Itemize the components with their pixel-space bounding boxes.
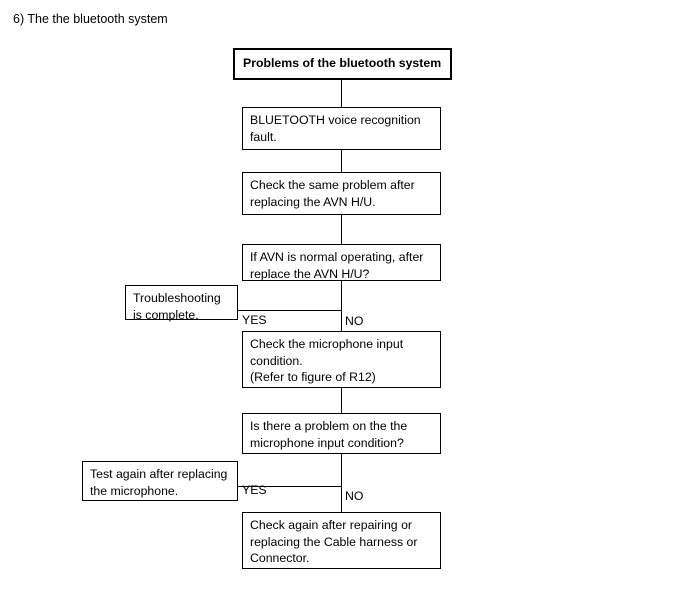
flow-node-title-label: Problems of the bluetooth system: [243, 56, 442, 70]
flow-node-check-mic-input-label: Check the microphone input condition. (R…: [250, 337, 404, 384]
connector-decision2-yes: [238, 486, 342, 487]
flow-node-title: Problems of the bluetooth system: [233, 48, 452, 80]
page-heading: 6) The the bluetooth system: [13, 12, 168, 26]
flow-node-avn-normal-decision: If AVN is normal operating, after replac…: [242, 244, 441, 281]
flow-node-troubleshooting-complete-label: Troubleshooting is complete.: [133, 291, 221, 322]
branch-label-no-lower: NO: [345, 489, 364, 503]
flow-node-check-mic-input: Check the microphone input condition. (R…: [242, 331, 441, 388]
flow-node-check-avn-label: Check the same problem after replacing t…: [250, 178, 415, 209]
flow-node-check-avn: Check the same problem after replacing t…: [242, 172, 441, 215]
flow-node-fault-label: BLUETOOTH voice recognition fault.: [250, 113, 421, 144]
connector-decision1-yes: [238, 310, 342, 311]
branch-label-no-upper: NO: [345, 314, 364, 328]
connector-decision2-stem: [341, 454, 342, 486]
branch-label-yes-lower: YES: [242, 483, 267, 497]
branch-label-yes-upper: YES: [242, 313, 267, 327]
flow-node-mic-problem-decision: Is there a problem on the the microphone…: [242, 413, 441, 454]
connector-check-mic-to-decision2: [341, 388, 342, 413]
connector-decision1-stem: [341, 281, 342, 310]
flow-node-test-again-mic: Test again after replacing the microphon…: [82, 461, 238, 501]
connector-title-to-fault: [341, 80, 342, 107]
flow-node-mic-problem-decision-label: Is there a problem on the the microphone…: [250, 419, 408, 450]
flow-node-check-cable-harness: Check again after repairing or replacing…: [242, 512, 441, 569]
connector-fault-to-check-avn: [341, 150, 342, 172]
flow-node-check-cable-harness-label: Check again after repairing or replacing…: [250, 518, 418, 565]
flow-node-troubleshooting-complete: Troubleshooting is complete.: [125, 285, 238, 322]
flow-node-test-again-mic-label: Test again after replacing the microphon…: [90, 467, 228, 498]
connector-check-avn-to-decision1: [341, 215, 342, 244]
connector-decision2-no: [341, 486, 342, 512]
flow-node-avn-normal-decision-label: If AVN is normal operating, after replac…: [250, 250, 424, 281]
flow-node-fault: BLUETOOTH voice recognition fault.: [242, 107, 441, 150]
connector-decision1-no: [341, 310, 342, 331]
